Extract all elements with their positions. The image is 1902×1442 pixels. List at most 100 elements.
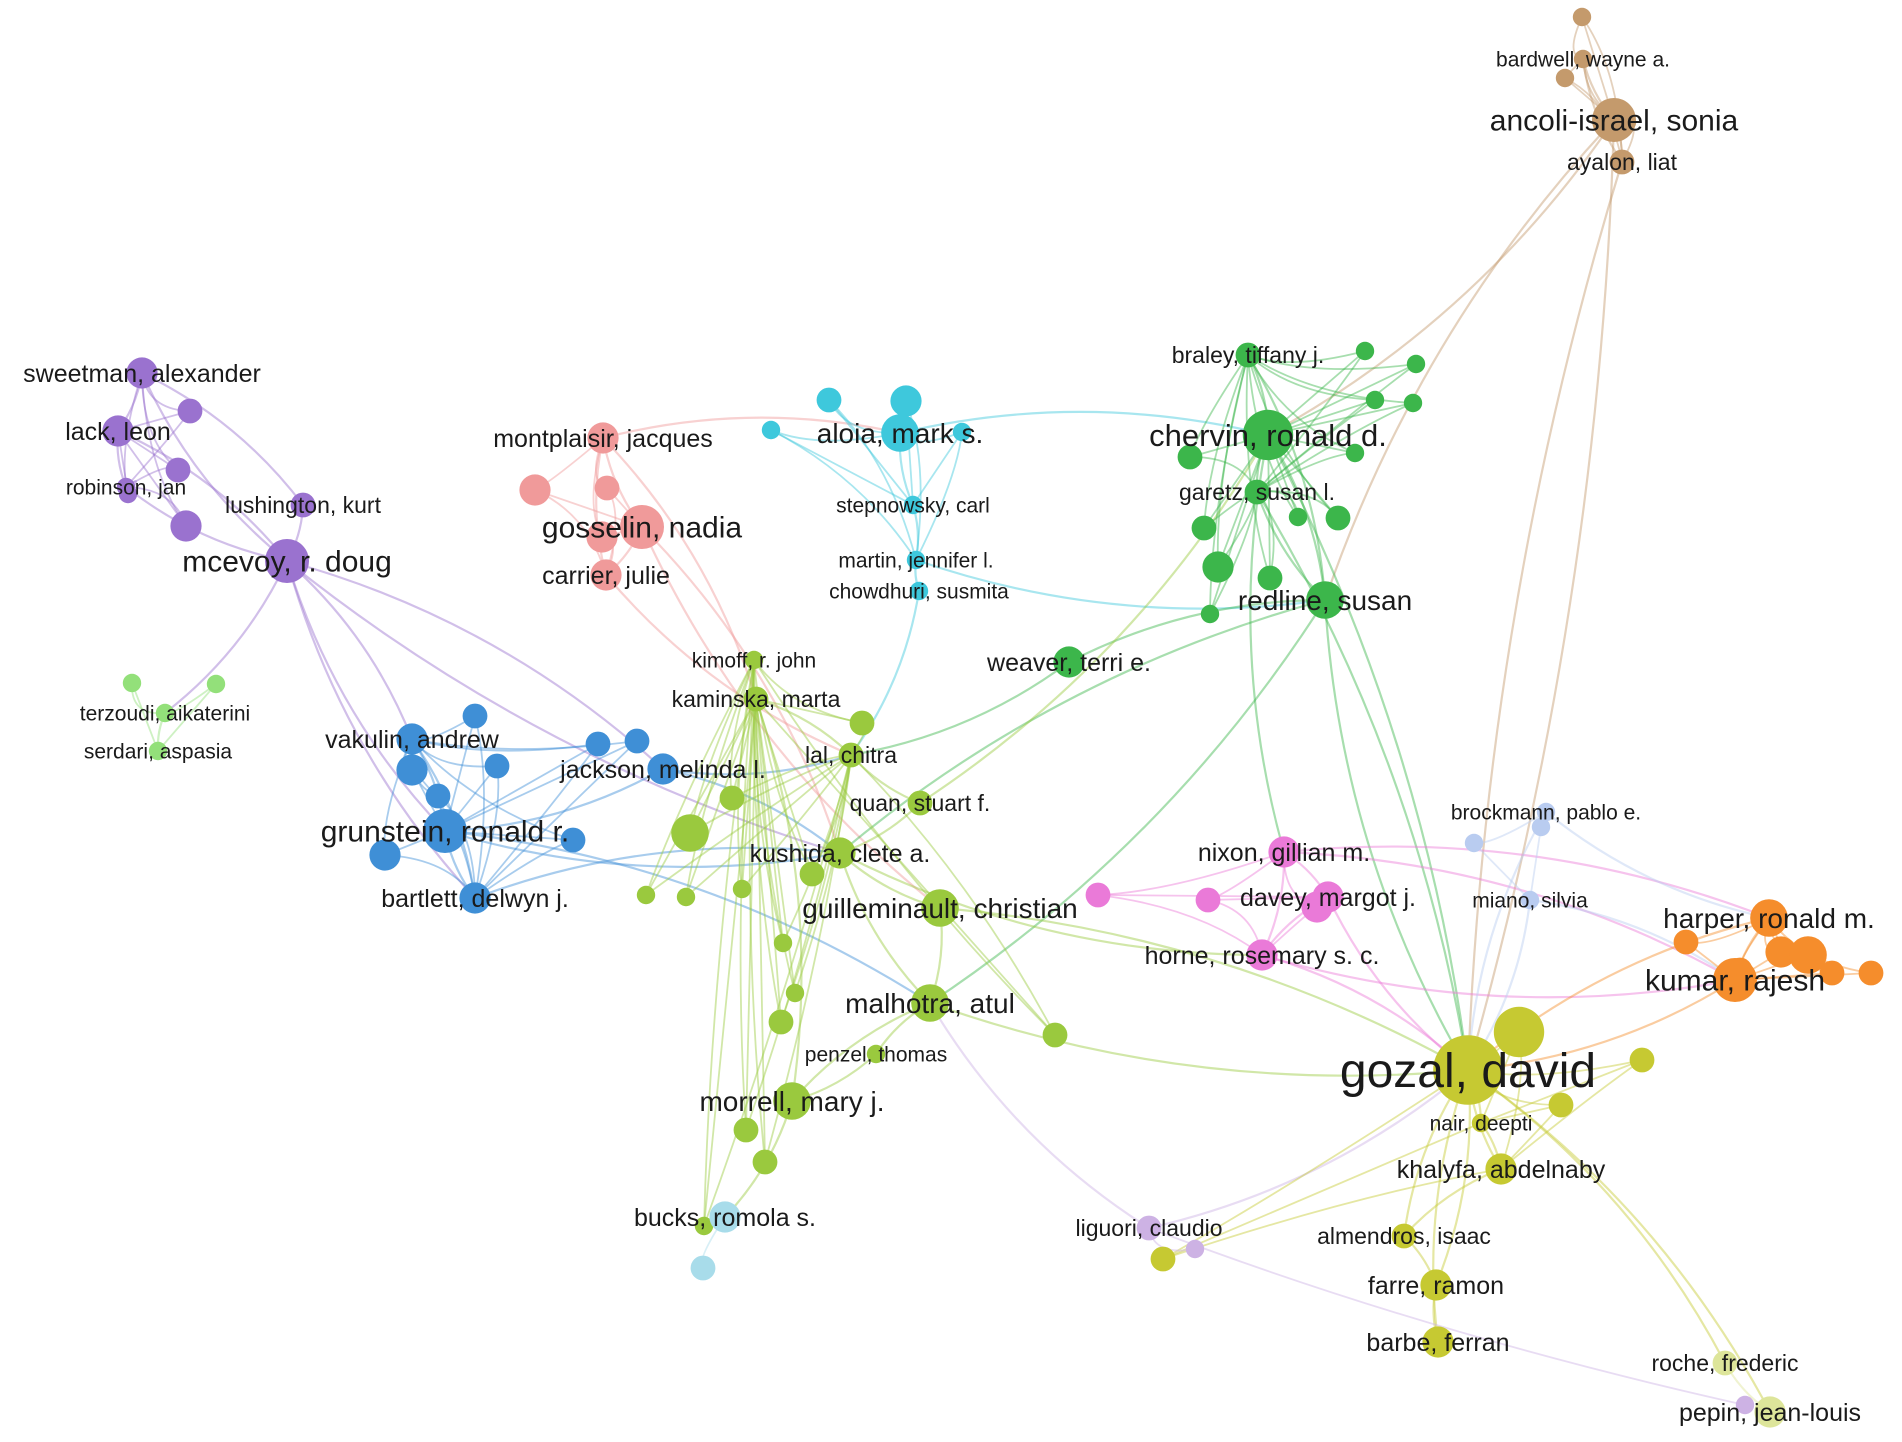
node-morrell[interactable] (773, 1082, 811, 1120)
node-unlabeled[interactable] (624, 728, 650, 754)
node-guilleminault[interactable] (921, 889, 959, 927)
node-unlabeled[interactable] (1464, 833, 1484, 853)
node-unlabeled[interactable] (1325, 505, 1351, 531)
node-mcevoy[interactable] (265, 539, 309, 583)
node-unlabeled[interactable] (1177, 444, 1203, 470)
node-unlabeled[interactable] (1765, 936, 1797, 968)
node-unlabeled[interactable] (1365, 390, 1385, 410)
node-unlabeled[interactable] (816, 387, 842, 413)
node-unlabeled[interactable] (890, 385, 922, 417)
node-vakulin[interactable] (396, 723, 428, 755)
node-serdari[interactable] (148, 741, 168, 761)
node-ayalon[interactable] (1609, 149, 1635, 175)
node-kushida[interactable] (824, 837, 856, 869)
node-bucks[interactable] (709, 1201, 741, 1233)
node-liguori[interactable] (1136, 1215, 1162, 1241)
node-unlabeled[interactable] (1629, 1047, 1655, 1073)
node-unlabeled[interactable] (585, 731, 611, 757)
node-unlabeled[interactable] (849, 710, 875, 736)
node-unlabeled[interactable] (1789, 936, 1827, 974)
node-weaver[interactable] (1053, 646, 1085, 678)
node-unlabeled[interactable] (1673, 929, 1699, 955)
node-miano[interactable] (1520, 890, 1540, 910)
node-unlabeled[interactable] (676, 887, 696, 907)
node-unlabeled[interactable] (1531, 817, 1551, 837)
node-bardwell[interactable] (1573, 49, 1593, 69)
node-robinson[interactable] (116, 477, 136, 497)
node-unlabeled[interactable] (1858, 960, 1884, 986)
node-montplaisir[interactable] (587, 422, 619, 454)
node-braley[interactable] (1235, 342, 1261, 368)
node-unlabeled[interactable] (122, 673, 142, 693)
node-ancoli[interactable] (1592, 98, 1636, 142)
node-unlabeled[interactable] (694, 1216, 714, 1236)
node-unlabeled[interactable] (752, 1149, 778, 1175)
node-lal[interactable] (838, 742, 864, 768)
node-pepin[interactable] (1754, 1396, 1786, 1428)
node-unlabeled[interactable] (1819, 960, 1845, 986)
node-gozal[interactable] (1433, 1035, 1503, 1105)
node-unlabeled[interactable] (484, 753, 510, 779)
node-unlabeled[interactable] (799, 861, 825, 887)
node-roche[interactable] (1712, 1350, 1738, 1376)
node-barbe[interactable] (1422, 1326, 1454, 1358)
node-malhotra[interactable] (911, 984, 949, 1022)
node-unlabeled[interactable] (733, 1117, 759, 1143)
node-nixon[interactable] (1268, 836, 1300, 868)
node-bartlett[interactable] (459, 882, 491, 914)
node-unlabeled[interactable] (719, 785, 745, 811)
node-unlabeled[interactable] (1355, 341, 1375, 361)
node-unlabeled[interactable] (1191, 515, 1217, 541)
node-unlabeled[interactable] (1735, 1395, 1755, 1415)
node-kimoff[interactable] (744, 650, 764, 670)
node-unlabeled[interactable] (636, 885, 656, 905)
node-unlabeled[interactable] (1150, 1246, 1176, 1272)
node-unlabeled[interactable] (785, 983, 805, 1003)
node-aloia[interactable] (881, 414, 919, 452)
node-kumar[interactable] (1713, 958, 1757, 1002)
node-stepnowsky[interactable] (903, 495, 923, 515)
node-kaminska[interactable] (743, 686, 769, 712)
node-sweetman[interactable] (126, 357, 158, 389)
node-unlabeled[interactable] (1185, 1239, 1205, 1259)
node-unlabeled[interactable] (165, 457, 191, 483)
node-unlabeled[interactable] (1195, 887, 1221, 913)
node-garetz[interactable] (1244, 479, 1270, 505)
node-unlabeled[interactable] (396, 754, 428, 786)
node-unlabeled[interactable] (560, 827, 586, 853)
node-quan[interactable] (907, 790, 933, 816)
node-unlabeled[interactable] (1403, 393, 1423, 413)
node-chowdhuri[interactable] (909, 581, 929, 601)
node-carrier[interactable] (590, 559, 622, 591)
node-unlabeled[interactable] (952, 422, 972, 442)
node-unlabeled[interactable] (1202, 551, 1234, 583)
node-redline[interactable] (1306, 581, 1344, 619)
node-khalyfa[interactable] (1485, 1153, 1517, 1185)
node-unlabeled[interactable] (1572, 7, 1592, 27)
node-terzoudi[interactable] (155, 703, 175, 723)
node-harper[interactable] (1750, 899, 1788, 937)
node-unlabeled[interactable] (761, 420, 781, 440)
node-unlabeled[interactable] (732, 879, 752, 899)
node-davey[interactable] (1312, 881, 1344, 913)
node-lushington[interactable] (290, 492, 316, 518)
node-unlabeled[interactable] (519, 474, 551, 506)
node-unlabeled[interactable] (1200, 604, 1220, 624)
node-martin[interactable] (906, 550, 926, 570)
node-unlabeled[interactable] (206, 674, 226, 694)
node-unlabeled[interactable] (594, 475, 620, 501)
node-lack[interactable] (102, 415, 134, 447)
node-unlabeled[interactable] (690, 1255, 716, 1281)
node-horne[interactable] (1246, 939, 1278, 971)
node-unlabeled[interactable] (586, 521, 618, 553)
node-unlabeled[interactable] (425, 783, 451, 809)
node-jackson[interactable] (647, 753, 679, 785)
node-unlabeled[interactable] (1288, 507, 1308, 527)
node-unlabeled[interactable] (1406, 354, 1426, 374)
node-unlabeled[interactable] (369, 839, 401, 871)
node-unlabeled[interactable] (1257, 565, 1283, 591)
node-unlabeled[interactable] (462, 703, 488, 729)
node-unlabeled[interactable] (768, 1009, 794, 1035)
node-unlabeled[interactable] (773, 933, 793, 953)
node-unlabeled[interactable] (1345, 443, 1365, 463)
